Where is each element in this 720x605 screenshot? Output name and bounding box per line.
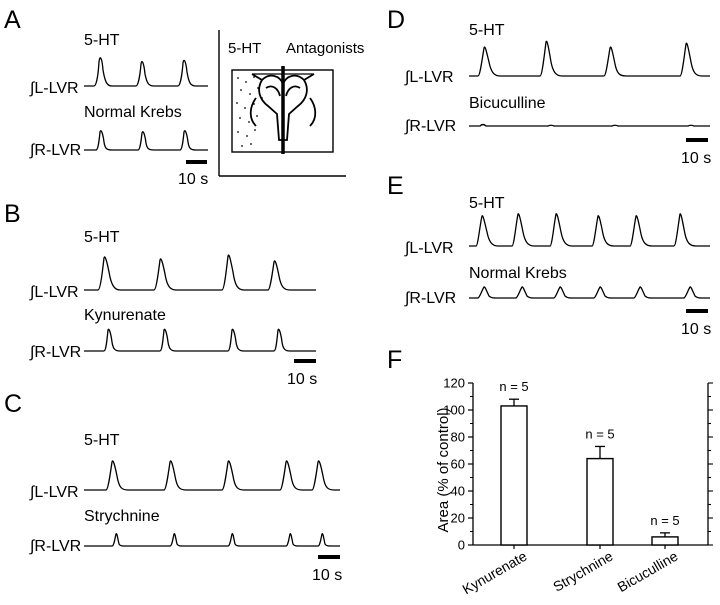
y-tick-label: 120 (443, 376, 465, 391)
panel-a-scale-label: 10 s (178, 171, 208, 188)
panel-d: D 5-HT ∫L-LVR Bicuculline ∫R-LVR 10 s (387, 6, 711, 167)
inset-left-label: 5-HT (228, 40, 261, 57)
panel-b-drug-label: 5-HT (84, 229, 120, 246)
panel-e-bath-label: Normal Krebs (469, 265, 567, 282)
preparation-inset: 5-HT Antagonists (218, 30, 364, 177)
panel-c: C 5-HT ∫L-LVR Strychnine ∫R-LVR 10 s (4, 390, 342, 584)
panel-c-letter: C (4, 390, 22, 418)
panel-f: F Area (% of control) 0 20 40 60 80 100 120 n … (387, 346, 713, 597)
panel-d-bottom-trace (469, 123, 710, 127)
panel-a-bottom-trace-label: ∫R-LVR (29, 142, 81, 159)
panel-e-bottom-trace (469, 286, 710, 299)
panel-a-top-trace (84, 57, 208, 87)
y-axis-label: Area (% of control) (435, 407, 452, 532)
panel-a-top-trace-label: ∫L-LVR (29, 80, 79, 97)
panel-c-bottom-trace-label: ∫R-LVR (29, 538, 81, 555)
panel-a: A 5-HT ∫L-LVR Normal Krebs ∫R-LVR 10 s 5… (4, 6, 364, 188)
panel-e-top-trace (469, 213, 710, 247)
panel-a-letter: A (4, 6, 21, 34)
panel-e-letter: E (387, 172, 404, 200)
panel-d-drug-label: 5-HT (469, 22, 505, 39)
panel-c-top-trace-label: ∫L-LVR (29, 484, 79, 501)
panel-d-top-trace (469, 40, 710, 77)
right-axis-ticks (708, 382, 713, 546)
panel-b-top-trace-label: ∫L-LVR (29, 284, 79, 301)
panel-c-bath-label: Strychnine (84, 508, 160, 525)
panel-e-top-trace-label: ∫L-LVR (404, 240, 454, 257)
panel-b: B 5-HT ∫L-LVR Kynurenate ∫R-LVR 10 s (4, 200, 317, 388)
panel-b-letter: B (4, 200, 21, 228)
panel-f-letter: F (387, 346, 402, 374)
bars: n = 5 n = 5 n = 5 (499, 379, 680, 549)
panel-d-letter: D (387, 6, 405, 34)
panel-e-scale-label: 10 s (681, 321, 711, 338)
bar (586, 457, 614, 546)
bar (651, 536, 679, 546)
panel-a-bath-label: Normal Krebs (84, 104, 182, 121)
panel-c-bottom-trace (84, 533, 340, 547)
category-label: Bicuculline (615, 548, 681, 595)
y-tick-label: 60 (451, 457, 465, 472)
bar (500, 405, 528, 546)
panel-b-bath-label: Kynurenate (84, 307, 166, 324)
category-label: Kynurenate (459, 548, 529, 598)
sample-size-label: n = 5 (585, 426, 614, 441)
sample-size-label: n = 5 (650, 513, 679, 528)
category-label: Strychnine (550, 548, 615, 595)
panel-a-drug-label: 5-HT (84, 32, 120, 49)
panel-a-bottom-trace (84, 130, 208, 151)
inset-right-label: Antagonists (286, 40, 364, 57)
panel-d-scale-label: 10 s (681, 150, 711, 167)
panel-b-scale-label: 10 s (287, 371, 317, 388)
y-tick-label: 20 (451, 511, 465, 526)
panel-b-bottom-trace-label: ∫R-LVR (29, 344, 81, 361)
sample-size-label: n = 5 (499, 379, 528, 394)
panel-d-bath-label: Bicuculline (469, 95, 546, 112)
panel-c-top-trace (84, 460, 340, 491)
panel-e: E 5-HT ∫L-LVR Normal Krebs ∫R-LVR 10 s (387, 172, 711, 338)
panel-d-top-trace-label: ∫L-LVR (404, 69, 454, 86)
y-tick-label: 0 (458, 538, 465, 553)
panel-e-drug-label: 5-HT (469, 195, 505, 212)
panel-c-drug-label: 5-HT (84, 432, 120, 449)
panel-e-bottom-trace-label: ∫R-LVR (404, 290, 456, 307)
panel-b-top-trace (84, 254, 316, 291)
y-tick-label: 40 (451, 484, 465, 499)
panel-d-bottom-trace-label: ∫R-LVR (404, 118, 456, 135)
brainstem-spinal-cord-outline (249, 73, 317, 141)
y-ticks: 0 20 40 60 80 100 120 (443, 376, 473, 553)
panel-c-scale-label: 10 s (312, 567, 342, 584)
y-tick-label: 100 (443, 403, 465, 418)
y-tick-label: 80 (451, 430, 465, 445)
panel-b-bottom-trace (84, 328, 316, 352)
